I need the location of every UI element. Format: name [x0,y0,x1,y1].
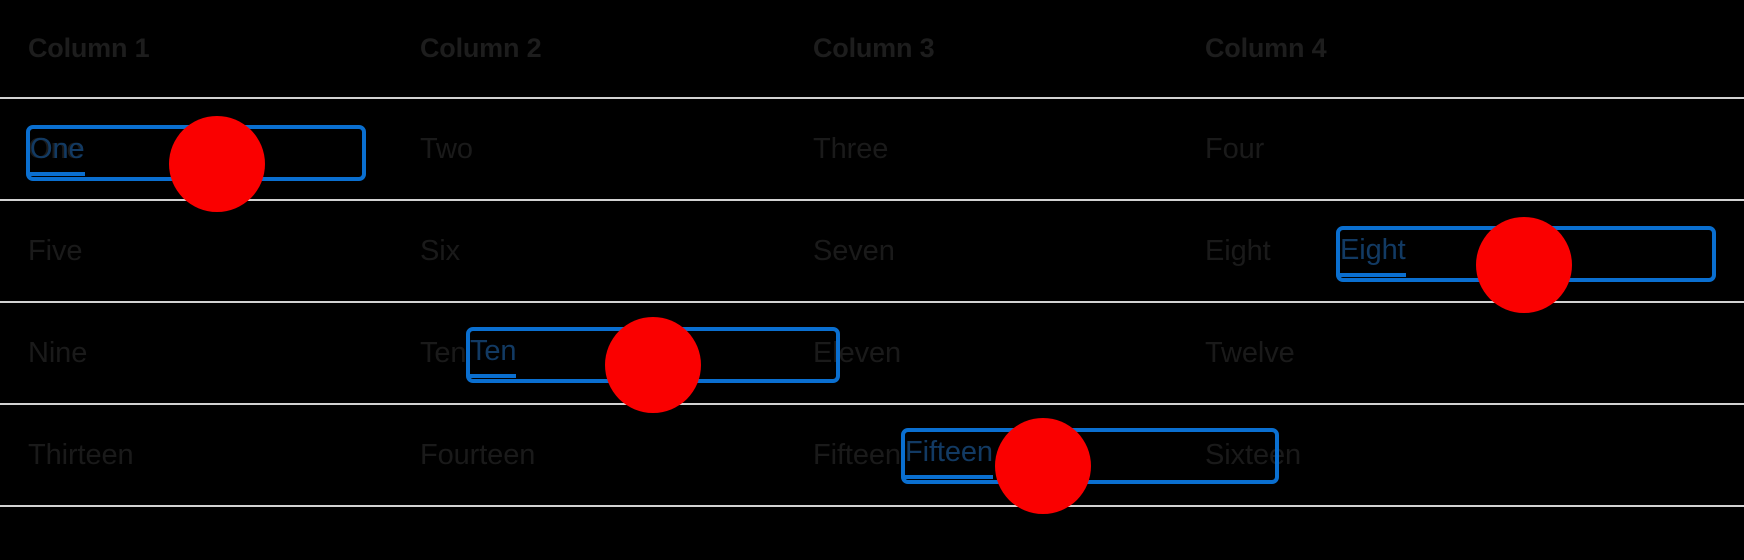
table-row: Nine Ten Eleven Twelve [0,302,1744,405]
focus-text-eight: Eight [1340,236,1406,277]
cell-r4c2[interactable]: Fourteen [392,404,785,507]
cell-r4c1[interactable]: Thirteen [0,404,392,507]
column-header-1[interactable]: Column 1 [0,0,392,99]
cell-r2c3[interactable]: Seven [785,200,1177,303]
click-marker [995,418,1091,514]
table-row: Five Six Seven Eight [0,200,1744,303]
cell-r4c4[interactable]: Sixteen [1177,404,1744,507]
cell-r2c1[interactable]: Five [0,200,392,303]
click-marker [605,317,701,413]
cell-r1c3[interactable]: Three [785,98,1177,201]
table-body: One Two Three Four Five Six Seven Eight … [0,98,1744,507]
table-row: Thirteen Fourteen Fifteen Sixteen [0,404,1744,507]
data-table: Column 1 Column 2 Column 3 Column 4 One … [0,0,1744,507]
click-marker [1476,217,1572,313]
table-row: One Two Three Four [0,98,1744,201]
column-header-3[interactable]: Column 3 [785,0,1177,99]
cell-r3c1[interactable]: Nine [0,302,392,405]
cell-r1c2[interactable]: Two [392,98,785,201]
column-header-4[interactable]: Column 4 [1177,0,1744,99]
focus-text-fifteen: Fifteen [905,438,993,479]
focus-text-one: One [30,135,85,176]
column-header-2[interactable]: Column 2 [392,0,785,99]
table-header: Column 1 Column 2 Column 3 Column 4 [0,0,1744,99]
cell-r3c2[interactable]: Ten [392,302,785,405]
cell-r1c4[interactable]: Four [1177,98,1744,201]
table-header-row: Column 1 Column 2 Column 3 Column 4 [0,0,1744,99]
cell-r2c4[interactable]: Eight [1177,200,1744,303]
cell-r3c3[interactable]: Eleven [785,302,1177,405]
click-marker [169,116,265,212]
cell-r4c3[interactable]: Fifteen [785,404,1177,507]
cell-r3c4[interactable]: Twelve [1177,302,1744,405]
focus-text-ten: Ten [470,337,517,378]
cell-r2c2[interactable]: Six [392,200,785,303]
